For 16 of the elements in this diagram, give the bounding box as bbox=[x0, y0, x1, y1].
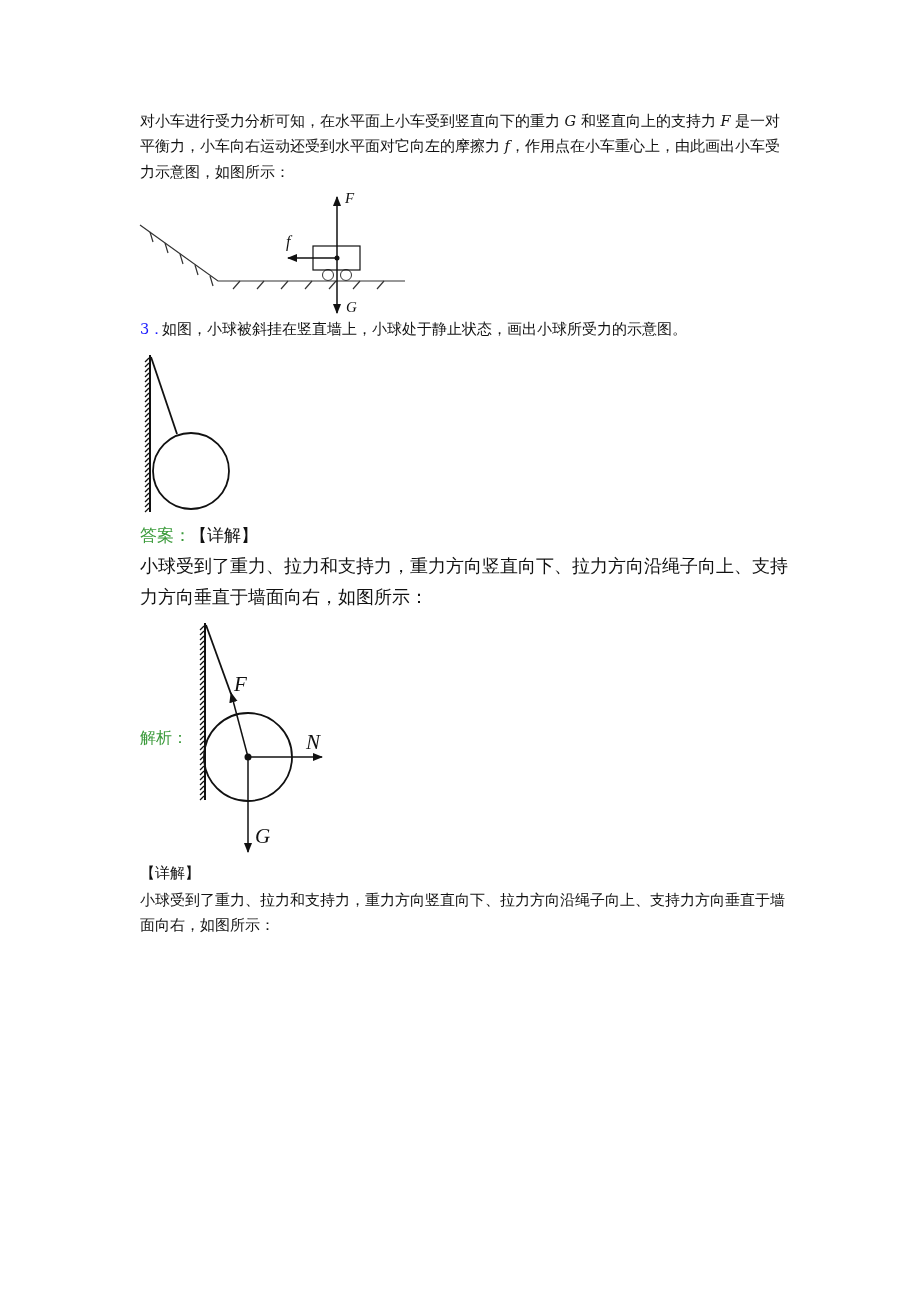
force-label: F bbox=[345, 191, 355, 206]
paragraph: 小球受到了重力、拉力和支持力，重力方向竖直向下、拉力方向沿绳子向上、支持力方向垂直于墙面向右，如图所示： bbox=[140, 555, 789, 609]
answer-heading: 答案： bbox=[140, 525, 191, 547]
force-label: G bbox=[346, 300, 357, 315]
section-heading: 【详解】 bbox=[190, 525, 258, 547]
cart-box bbox=[312, 245, 361, 271]
force-label: G bbox=[255, 826, 271, 847]
paragraph: 对小车进行受力分析可知，在水平面上小车受到竖直向下的重力 G 和竖直向上的支持力 F 是一对平衡力，小车向右运动还受到水平面对它向左的摩擦力 f，作用点在小车重心上，由此画出小车受力示意图，如图所示： bbox=[140, 112, 782, 182]
paragraph: 小球受到了重力、拉力和支持力，重力方向竖直向下、拉力方向沿绳子向上、支持力方向垂直于墙面向右，如图所示： bbox=[140, 891, 786, 936]
ball-circle bbox=[203, 712, 293, 802]
section-heading: 【详解】 bbox=[140, 864, 200, 883]
force-label: F bbox=[234, 674, 247, 695]
ball-circle bbox=[152, 432, 230, 510]
analysis-heading: 解析： bbox=[140, 727, 188, 749]
force-label: f bbox=[286, 234, 291, 250]
force-label: N bbox=[306, 732, 320, 753]
